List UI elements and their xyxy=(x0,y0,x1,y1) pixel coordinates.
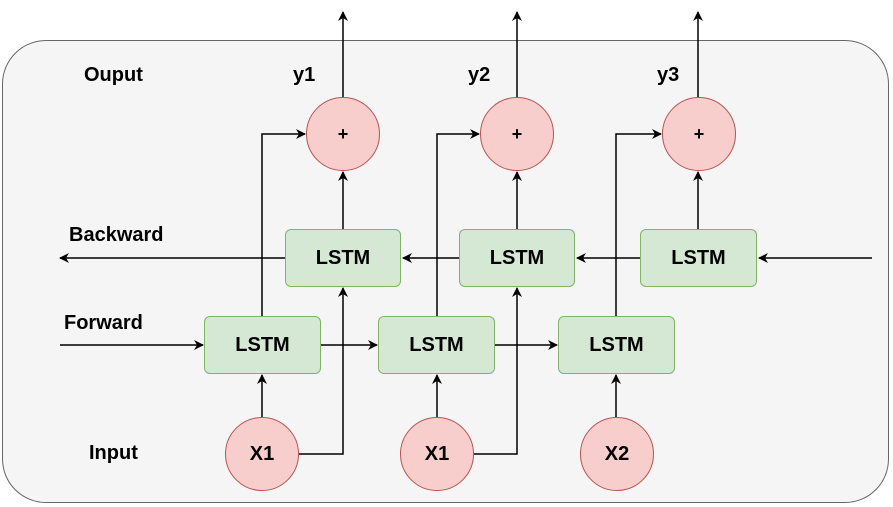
forward-lstm-3: LSTM xyxy=(558,316,675,374)
backward-lstm-2: LSTM xyxy=(459,229,575,287)
output-row-label: Ouput xyxy=(84,64,143,86)
backward-row-label: Backward xyxy=(69,224,164,246)
backward-lstm-1: LSTM xyxy=(285,229,401,287)
sum-node-3: + xyxy=(662,97,736,171)
sum-node-1: + xyxy=(306,97,380,171)
forward-lstm-2: LSTM xyxy=(378,316,495,374)
forward-row-label: Forward xyxy=(64,312,143,334)
forward-to-sum-2 xyxy=(436,129,480,316)
input-to-backward-1 xyxy=(299,287,348,455)
forward-to-sum-1 xyxy=(261,129,306,316)
output-label-y1: y1 xyxy=(293,64,316,86)
input-row-label: Input xyxy=(89,442,138,464)
input-to-backward-2 xyxy=(474,287,522,455)
input-node-2: X1 xyxy=(400,417,474,491)
sum-node-2: + xyxy=(480,97,554,171)
output-label-y2: y2 xyxy=(468,64,491,86)
forward-to-sum-3 xyxy=(615,129,662,316)
backward-lstm-3: LSTM xyxy=(640,229,757,287)
output-label-y3: y3 xyxy=(657,64,680,86)
forward-lstm-1: LSTM xyxy=(204,316,321,374)
input-node-3: X2 xyxy=(580,417,654,491)
input-node-1: X1 xyxy=(225,417,299,491)
